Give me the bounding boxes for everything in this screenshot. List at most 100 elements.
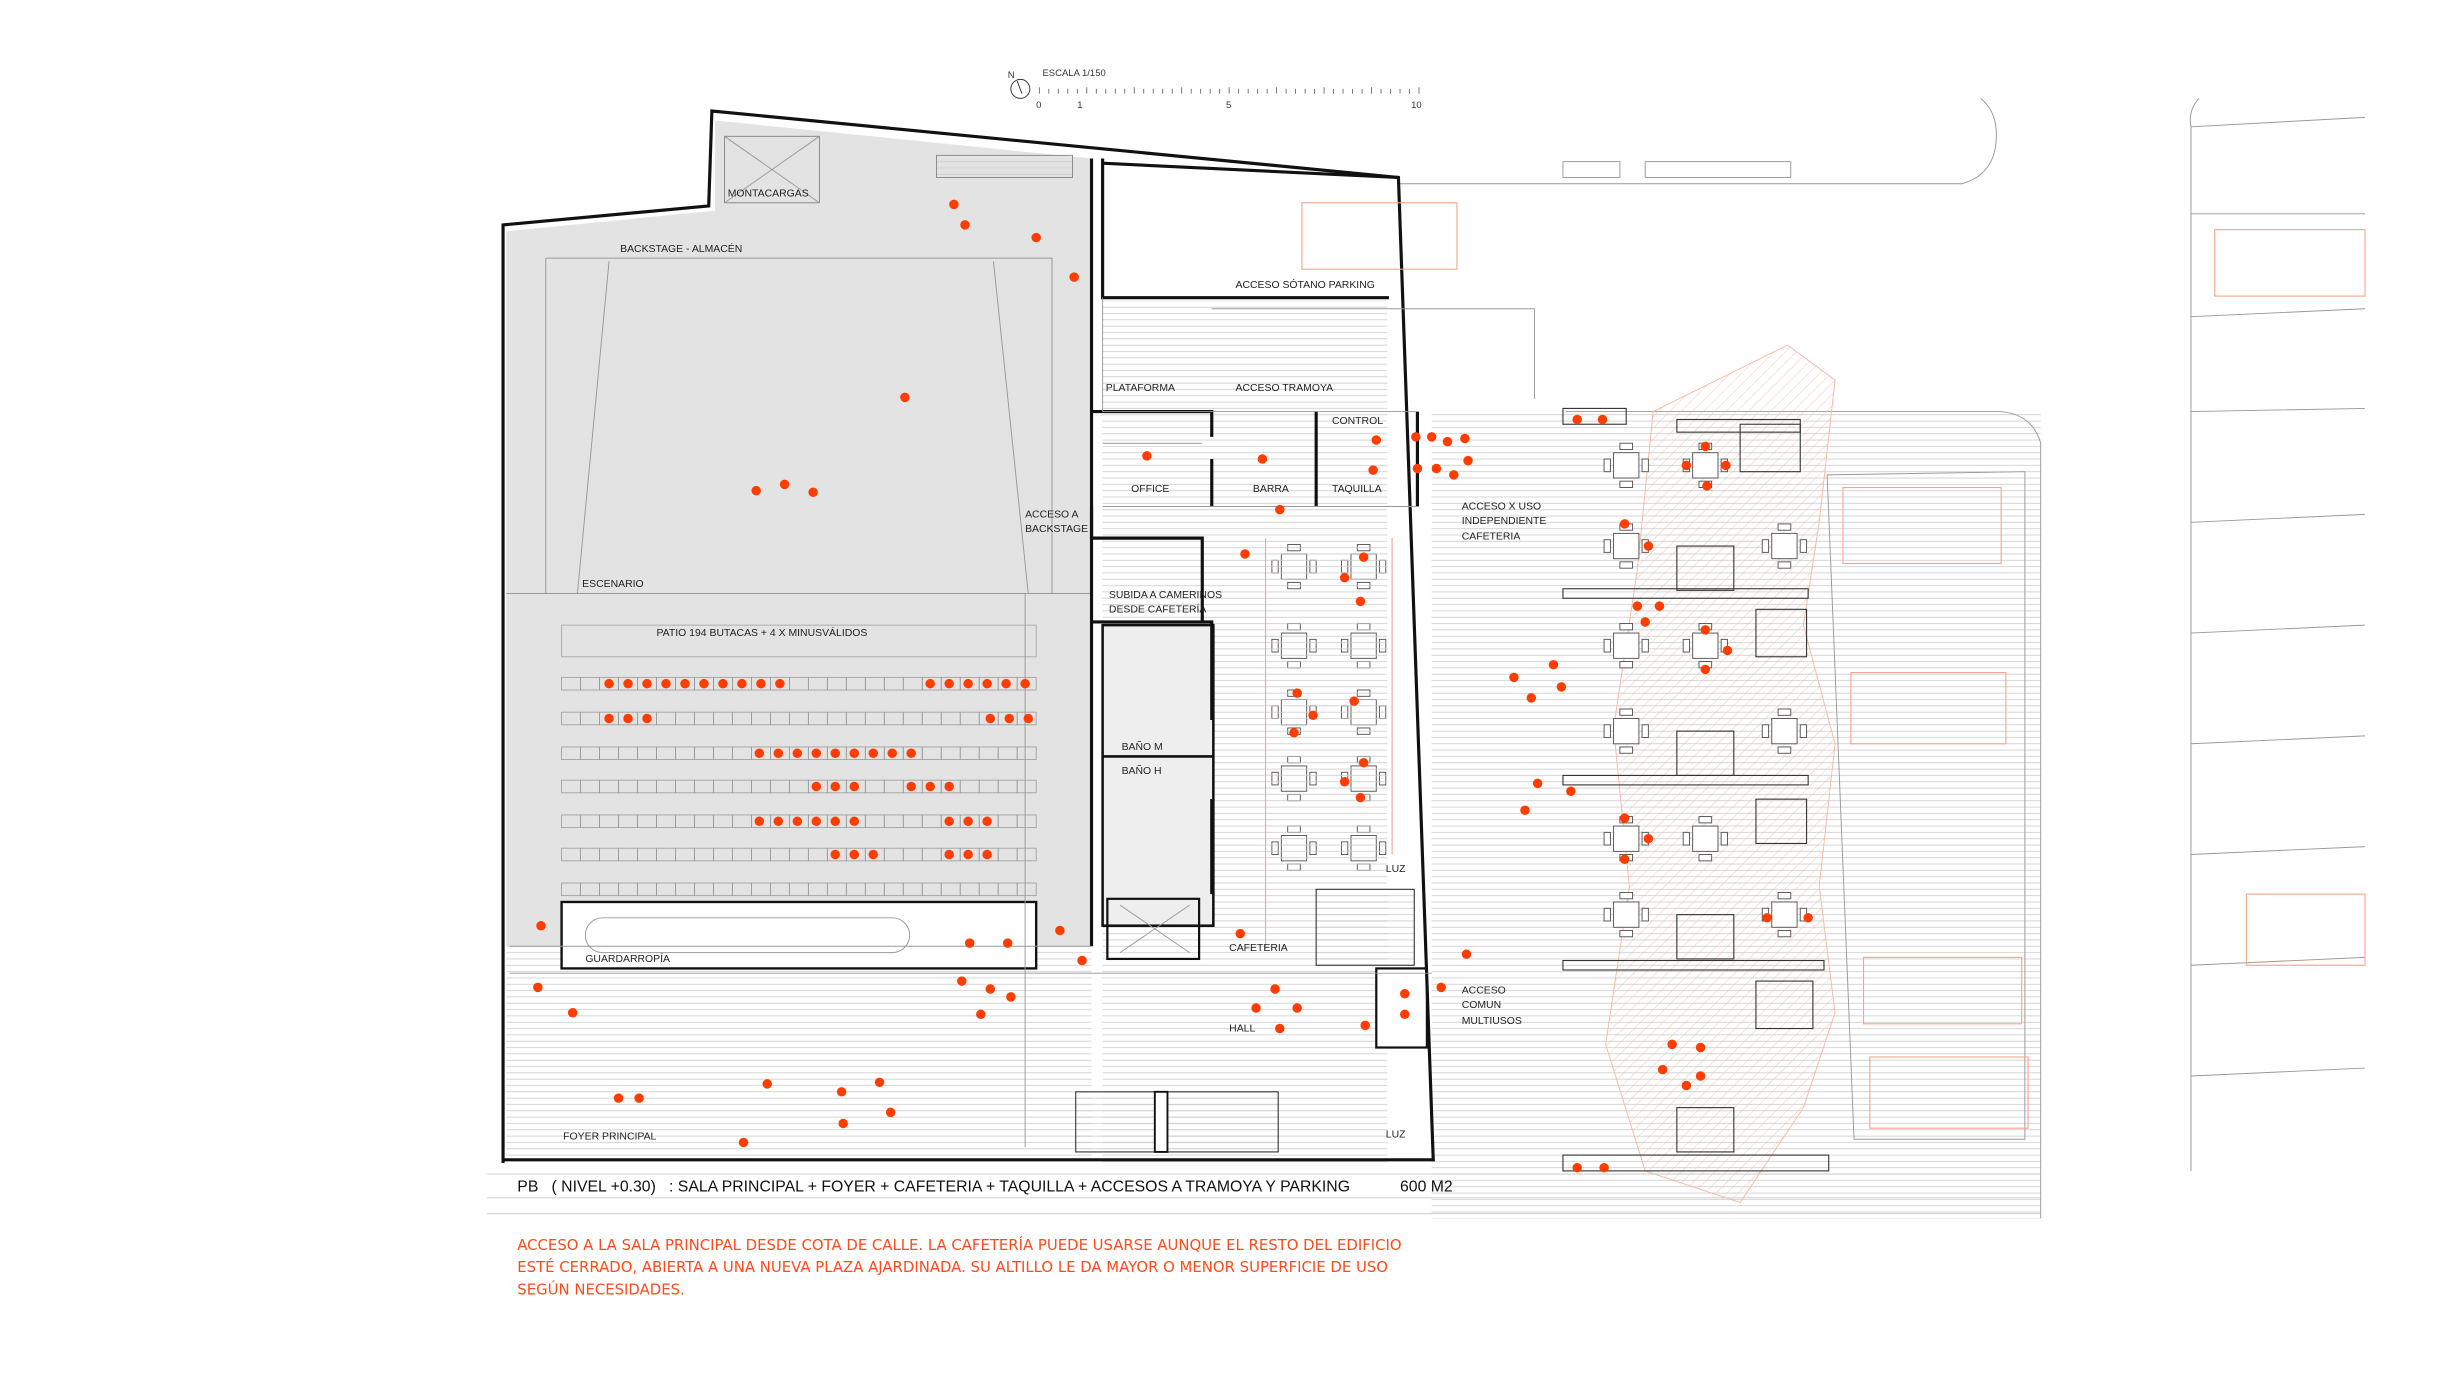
occupancy-dot [906, 781, 916, 792]
occupancy-dot [906, 748, 916, 759]
occupancy-dot [1360, 1020, 1370, 1031]
occupancy-dot [1400, 1009, 1410, 1020]
description-line: ACCESO A LA SALA PRINCIPAL DESDE COTA DE… [517, 1236, 1401, 1254]
occupancy-dot [1700, 441, 1711, 452]
label-bano-h: BAÑO H [1122, 764, 1162, 777]
label-bano-m: BAÑO M [1122, 740, 1163, 753]
scale-title: ESCALA 1/150 [1042, 68, 1105, 79]
label-control: CONTROL [1332, 416, 1383, 427]
occupancy-dot [1695, 1042, 1706, 1053]
occupancy-dot [1526, 693, 1537, 703]
building [501, 109, 1535, 1163]
occupancy-dot [1643, 541, 1654, 551]
occupancy-dot [1339, 777, 1350, 787]
occupancy-dot [1461, 949, 1472, 959]
label-acceso-backstage: ACCESO A [1025, 510, 1078, 521]
occupancy-dot [949, 199, 959, 210]
occupancy-dot [1654, 601, 1665, 611]
occupancy-dot [1077, 955, 1087, 966]
occupancy-dot [1006, 992, 1016, 1002]
occupancy-dot [1681, 460, 1692, 471]
occupancy-dot [985, 713, 996, 724]
label-acceso-comun: MULTIUSOS [1462, 1016, 1522, 1027]
table-set [1603, 442, 1649, 488]
occupancy-dot [1400, 988, 1410, 999]
occupancy-dot [718, 678, 728, 689]
occupancy-dot [779, 479, 790, 490]
label-luz: LUZ [1386, 1130, 1406, 1141]
occupancy-dot [756, 678, 766, 689]
occupancy-dot [1667, 1039, 1677, 1050]
occupancy-dot [1001, 678, 1011, 689]
occupancy-dot [830, 781, 841, 792]
occupancy-dot [1619, 519, 1630, 529]
occupancy-dot [811, 748, 822, 759]
occupancy-dot [1355, 596, 1366, 607]
occupancy-dot [976, 1009, 986, 1020]
occupancy-dot [680, 678, 690, 689]
occupancy-dot [1002, 938, 1013, 948]
occupancy-dot [1449, 470, 1459, 480]
occupancy-dot [1292, 1003, 1302, 1013]
occupancy-dot [830, 748, 841, 759]
description-line: SEGÚN NECESIDADES. [517, 1280, 684, 1298]
seat [1016, 814, 1037, 829]
plan-title: PB ( NIVEL +0.30) : SALA PRINCIPAL + FOY… [517, 1178, 1350, 1195]
occupancy-dot [1023, 713, 1034, 724]
occupancy-dot [1020, 678, 1030, 689]
occupancy-dot [1599, 1162, 1609, 1173]
occupancy-dot [1548, 659, 1559, 670]
occupancy-dot [604, 713, 614, 724]
table-set [1682, 816, 1728, 862]
occupancy-dot [1349, 696, 1359, 706]
label-guardarropia: GUARDARROPÍA [585, 952, 670, 965]
label-acceso-cafeteria: ACCESO X USO [1462, 502, 1541, 513]
occupancy-dot [1426, 432, 1437, 442]
label-plataforma: PLATAFORMA [1106, 383, 1175, 394]
occupancy-dot [1235, 928, 1245, 939]
occupancy-dot [642, 678, 652, 689]
occupancy-dot [964, 938, 975, 948]
scale-tick-label: 0 [1036, 100, 1041, 111]
scale-bar: N ESCALA 1/150 0 1 5 10 [1008, 68, 1422, 111]
occupancy-dot [830, 816, 841, 827]
occupancy-dot [1257, 454, 1268, 464]
table-set [1761, 892, 1808, 938]
occupancy-dot [1355, 792, 1366, 803]
occupancy-dot [838, 1118, 848, 1129]
label-barra: BARRA [1253, 484, 1289, 495]
occupancy-dot [1069, 272, 1079, 282]
occupancy-dot [982, 816, 992, 827]
occupancy-dot [642, 713, 652, 724]
occupancy-dot [737, 678, 747, 689]
label-luz: LUZ [1386, 864, 1406, 875]
occupancy-dot [1643, 833, 1654, 844]
occupancy-dot [830, 849, 841, 860]
occupancy-dot [623, 678, 633, 689]
occupancy-dot [1412, 463, 1423, 474]
occupancy-dot [849, 748, 859, 759]
occupancy-dot [982, 849, 992, 860]
occupancy-dot [1436, 982, 1446, 993]
occupancy-dot [944, 678, 954, 689]
occupancy-dot [1520, 805, 1530, 815]
occupancy-dot [849, 781, 859, 792]
occupancy-dot [963, 816, 973, 827]
description-line: ESTÉ CERRADO, ABIERTA A UNA NUEVA PLAZA … [517, 1258, 1388, 1276]
seat [1016, 882, 1037, 897]
occupancy-dot [944, 781, 954, 792]
occupancy-dot [849, 816, 859, 827]
occupancy-dot [1308, 710, 1318, 721]
occupancy-dot [1292, 688, 1302, 698]
occupancy-dot [792, 748, 803, 759]
occupancy-dot [1762, 913, 1772, 923]
occupancy-dot [985, 984, 996, 994]
seat [1016, 746, 1037, 761]
room-labels: MONTACARGAS BACKSTAGE - ALMACÉN ACCESO S… [563, 188, 1546, 1142]
occupancy-dot [1721, 460, 1731, 471]
occupancy-dot [1572, 414, 1582, 425]
occupancy-dot [1532, 778, 1543, 789]
occupancy-dot [1572, 1162, 1582, 1173]
occupancy-dot [773, 748, 784, 759]
